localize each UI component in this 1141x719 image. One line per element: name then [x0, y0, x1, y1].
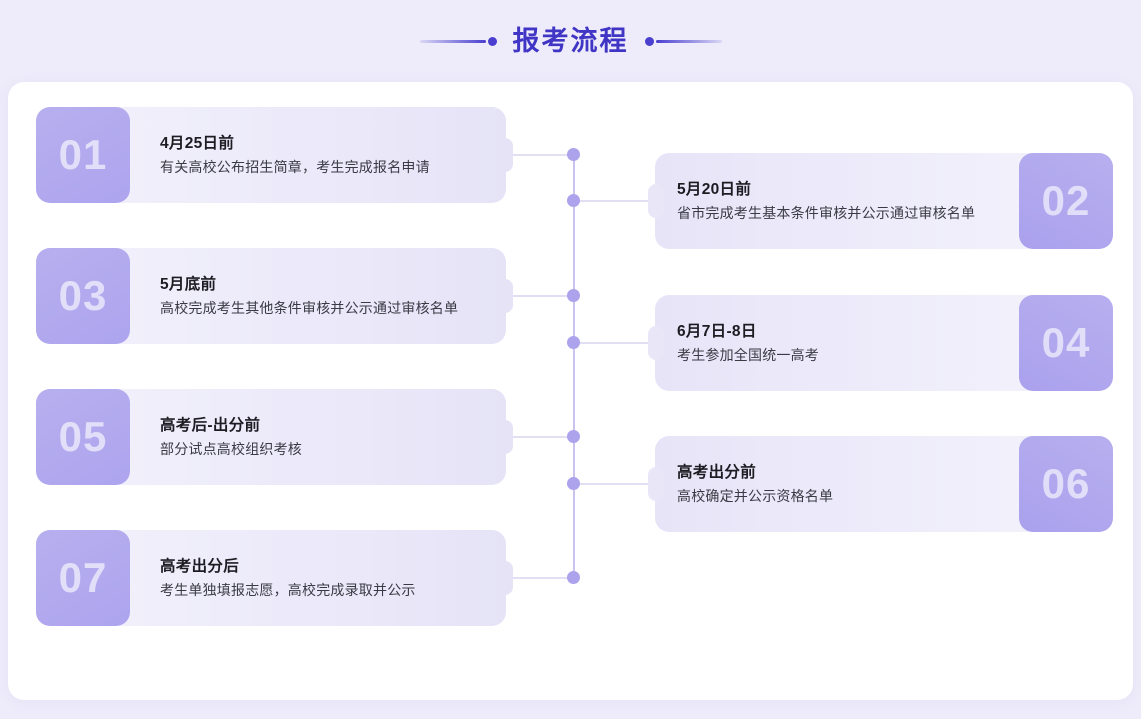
card-body: 6月7日-8日 考生参加全国统一高考 — [655, 295, 1019, 391]
timeline-card-02[interactable]: 5月20日前 省市完成考生基本条件审核并公示通过审核名单 02 — [655, 153, 1113, 249]
step-number-badge: 06 — [1019, 436, 1113, 532]
timeline-card-04[interactable]: 6月7日-8日 考生参加全国统一高考 04 — [655, 295, 1113, 391]
timeline-card-03[interactable]: 03 5月底前 高校完成考生其他条件审核并公示通过审核名单 — [36, 248, 506, 344]
timeline-node-04 — [567, 336, 580, 349]
step-number-badge: 02 — [1019, 153, 1113, 249]
card-description: 高校确定并公示资格名单 — [677, 488, 834, 505]
card-body: 4月25日前 有关高校公布招生简章，考生完成报名申请 — [130, 107, 506, 203]
step-number-badge: 03 — [36, 248, 130, 344]
step-number-badge: 01 — [36, 107, 130, 203]
card-body: 5月底前 高校完成考生其他条件审核并公示通过审核名单 — [130, 248, 506, 344]
decoration-line — [419, 39, 486, 43]
card-body: 高考后-出分前 部分试点高校组织考核 — [130, 389, 506, 485]
step-number-badge: 07 — [36, 530, 130, 626]
timeline-card-05[interactable]: 05 高考后-出分前 部分试点高校组织考核 — [36, 389, 506, 485]
decoration-line — [655, 39, 722, 43]
card-title: 4月25日前 — [160, 134, 235, 152]
timeline-spine — [573, 153, 575, 578]
page-header: 报考流程 — [0, 0, 1141, 82]
decoration-dot-icon — [487, 36, 497, 46]
decoration-dot-icon — [644, 36, 654, 46]
timeline-node-03 — [567, 289, 580, 302]
card-title: 5月20日前 — [677, 180, 752, 198]
connector-04 — [580, 342, 660, 344]
timeline-node-05 — [567, 430, 580, 443]
title-right-decoration-icon — [643, 36, 722, 46]
card-description: 考生单独填报志愿，高校完成录取并公示 — [160, 582, 416, 599]
page-title: 报考流程 — [512, 25, 629, 56]
connector-01 — [505, 154, 573, 156]
timeline-card-06[interactable]: 高考出分前 高校确定并公示资格名单 06 — [655, 436, 1113, 532]
card-title: 6月7日-8日 — [677, 322, 757, 340]
timeline-node-06 — [567, 477, 580, 490]
card-title: 高考出分前 — [677, 463, 757, 481]
card-description: 省市完成考生基本条件审核并公示通过审核名单 — [677, 205, 976, 222]
card-description: 考生参加全国统一高考 — [677, 347, 819, 364]
card-description: 有关高校公布招生简章，考生完成报名申请 — [160, 159, 430, 176]
timeline-card-07[interactable]: 07 高考出分后 考生单独填报志愿，高校完成录取并公示 — [36, 530, 506, 626]
card-title: 高考后-出分前 — [160, 416, 261, 434]
title-left-decoration-icon — [419, 36, 499, 46]
card-description: 部分试点高校组织考核 — [160, 441, 302, 458]
card-title: 高考出分后 — [160, 557, 240, 575]
card-body: 5月20日前 省市完成考生基本条件审核并公示通过审核名单 — [655, 153, 1019, 249]
card-description: 高校完成考生其他条件审核并公示通过审核名单 — [160, 300, 459, 317]
connector-03 — [505, 295, 573, 297]
connector-06 — [580, 483, 660, 485]
step-number-badge: 05 — [36, 389, 130, 485]
connector-02 — [580, 200, 660, 202]
timeline-node-02 — [567, 194, 580, 207]
timeline-node-01 — [567, 148, 580, 161]
step-number-badge: 04 — [1019, 295, 1113, 391]
card-title: 5月底前 — [160, 275, 217, 293]
card-body: 高考出分前 高校确定并公示资格名单 — [655, 436, 1019, 532]
timeline-card-01[interactable]: 01 4月25日前 有关高校公布招生简章，考生完成报名申请 — [36, 107, 506, 203]
connector-07 — [505, 577, 573, 579]
timeline-node-07 — [567, 571, 580, 584]
card-body: 高考出分后 考生单独填报志愿，高校完成录取并公示 — [130, 530, 506, 626]
connector-05 — [505, 436, 573, 438]
